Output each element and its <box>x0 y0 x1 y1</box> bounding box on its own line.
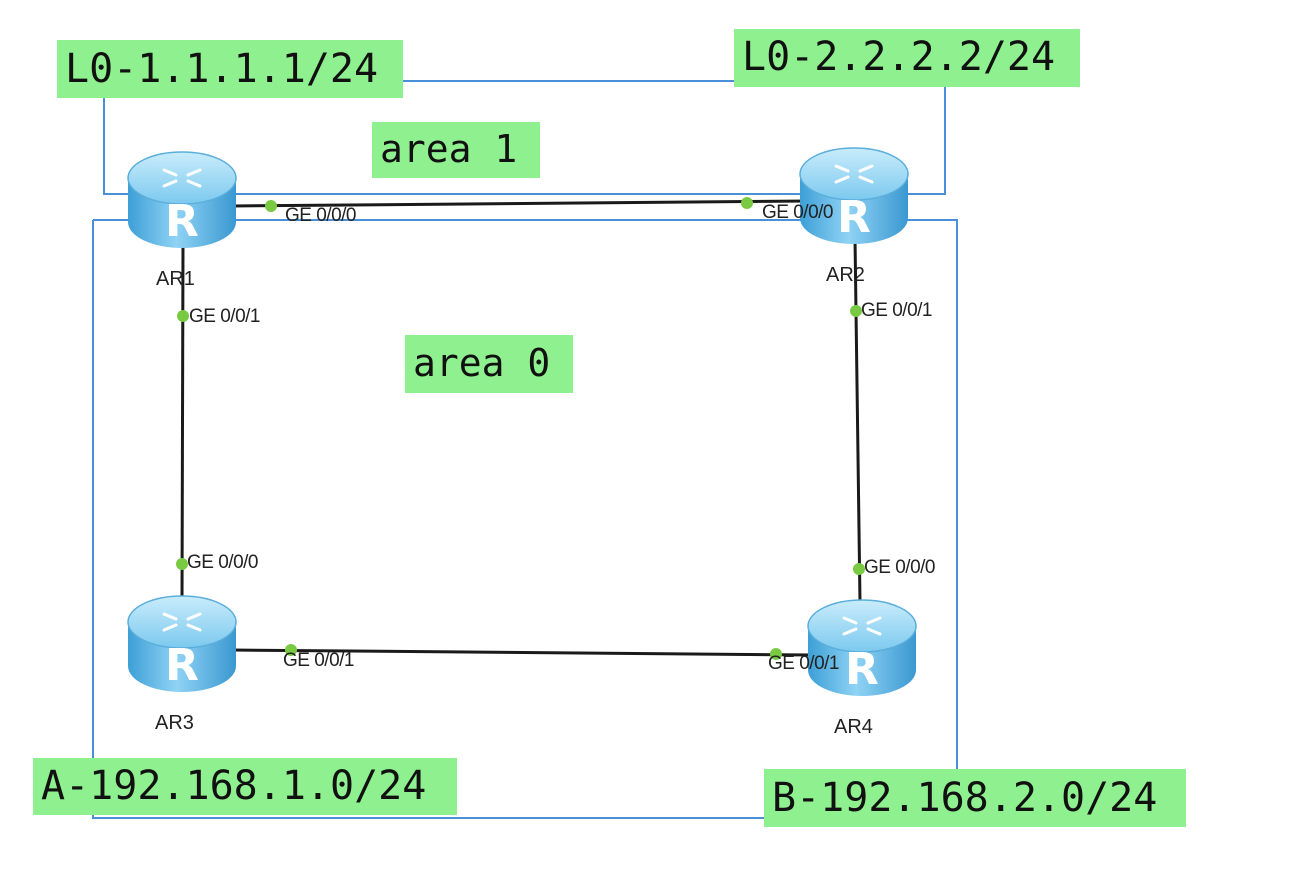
router-name-ar1: AR1 <box>156 268 195 290</box>
link-ar2-ar4 <box>853 237 862 603</box>
port-label-ar4-ge001: GE 0/0/1 <box>768 653 840 674</box>
router-icon: R <box>807 599 917 696</box>
link-ar3-ar4 <box>231 648 813 657</box>
router-icon: R <box>127 151 237 248</box>
port-label-ar2-ge001: GE 0/0/1 <box>861 300 933 321</box>
port-dot-ar4-ge000 <box>853 563 865 575</box>
port-dot-ar3-ge000 <box>176 558 188 570</box>
port-label-ar1-ge000: GE 0/0/0 <box>285 205 357 226</box>
area1-boundary <box>103 86 946 195</box>
router-ar1[interactable]: R <box>126 150 238 252</box>
router-ar4[interactable]: R <box>806 598 918 700</box>
port-label-ar2-ge000: GE 0/0/0 <box>762 202 834 223</box>
router-icon: R <box>127 595 237 692</box>
router-name-ar2: AR2 <box>826 264 865 286</box>
router-glyph: R <box>837 192 871 243</box>
link-ar1-ar2 <box>231 199 809 208</box>
port-label-ar4-ge000: GE 0/0/0 <box>864 557 936 578</box>
router-name-ar4: AR4 <box>834 716 873 738</box>
port-label-ar1-ge001: GE 0/0/1 <box>189 306 261 327</box>
router-name-ar3: AR3 <box>155 712 194 734</box>
router-icon: R <box>799 147 909 244</box>
port-dot-ar3-ge001 <box>285 644 297 656</box>
router-ar2[interactable]: R <box>798 146 910 248</box>
network-label-a: A-192.168.1.0/24 <box>33 758 457 815</box>
loopback-label-ar1: L0-1.1.1.1/24 <box>57 40 403 98</box>
port-dot-ar1-ge000 <box>265 200 277 212</box>
area0-label: area 0 <box>405 335 573 393</box>
link-ar1-ar3 <box>180 243 185 601</box>
port-dot-ar1-ge001 <box>177 310 189 322</box>
router-glyph: R <box>165 196 199 247</box>
loopback-label-ar2: L0-2.2.2.2/24 <box>734 29 1080 87</box>
port-label-ar3-ge001: GE 0/0/1 <box>283 650 355 671</box>
port-dot-ar2-ge000 <box>741 197 753 209</box>
port-label-ar3-ge000: GE 0/0/0 <box>187 552 259 573</box>
network-label-b: B-192.168.2.0/24 <box>764 769 1186 827</box>
area1-label: area 1 <box>372 122 540 178</box>
router-ar3[interactable]: R <box>126 594 238 696</box>
router-glyph: R <box>845 644 879 695</box>
port-dot-ar4-ge001 <box>770 648 782 660</box>
port-dot-ar2-ge001 <box>850 305 862 317</box>
router-glyph: R <box>165 640 199 691</box>
